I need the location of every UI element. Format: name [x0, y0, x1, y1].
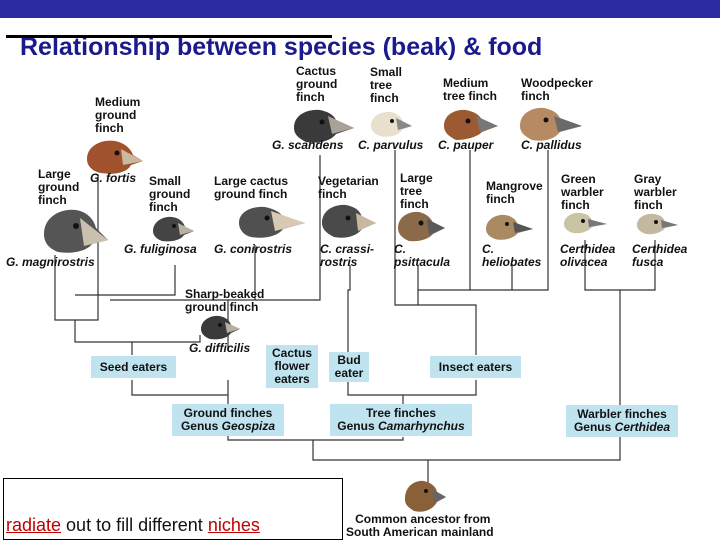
g-conirostris-name: G. conirostris [214, 242, 293, 256]
g-difficilis-name: G. difficilis [189, 341, 251, 355]
medium-tree-finch-image [444, 109, 498, 140]
common-ancestor-image [405, 480, 446, 512]
tree-finches-genus-box: Tree finches Genus Camarhynchus [330, 404, 472, 436]
caption-middle: out to fill different [61, 515, 208, 535]
vegetarian-finch-image [322, 204, 376, 238]
c-pauper-name: C. pauper [438, 138, 494, 152]
small-tree-finch-image [371, 111, 412, 137]
caption-text: radiate out to fill different niches [6, 515, 260, 536]
c-psittacula-name: C.psittacula [394, 242, 451, 269]
ground-finches-genus-box: Ground finches Genus Geospiza [172, 404, 284, 436]
mangrove-finch-image [486, 214, 533, 240]
large-ground-finch-image [44, 209, 108, 253]
c-heliobates-name: C.heliobates [482, 242, 542, 269]
seed-eaters-box: Seed eaters [91, 356, 176, 378]
c-crassirostris-name: C. crassi-rostris [320, 242, 375, 269]
niches-word: niches [207, 515, 260, 535]
insect-eaters-box: Insect eaters [430, 356, 521, 378]
caption-underline [6, 35, 332, 38]
g-scandens-name: G. scandens [272, 138, 344, 152]
cactus-ground-finch-image [294, 109, 354, 143]
sharp-beaked-ground-finch-image [201, 315, 240, 340]
g-fuliginosa-name: G. fuliginosa [124, 242, 197, 256]
gray-warbler-finch-image [637, 213, 678, 235]
top-accent-bar [0, 0, 720, 18]
c-parvulus-name: C. parvulus [358, 138, 424, 152]
woodpecker-finch-image [520, 107, 582, 141]
radiate-word: radiate [6, 515, 62, 535]
g-fortis-name: G. fortis [90, 171, 137, 185]
large-tree-finch-image [398, 211, 445, 242]
small-ground-finch-image [153, 216, 194, 242]
large-cactus-ground-finch-image [239, 206, 305, 238]
green-warbler-finch-image [564, 212, 607, 234]
c-pallidus-name: C. pallidus [521, 138, 582, 152]
warbler-finches-genus-box: Warbler finches Genus Certhidea [566, 405, 678, 437]
g-magnirostris-name: G. magnirostris [6, 255, 95, 269]
medium-ground-finch-image [87, 140, 143, 174]
